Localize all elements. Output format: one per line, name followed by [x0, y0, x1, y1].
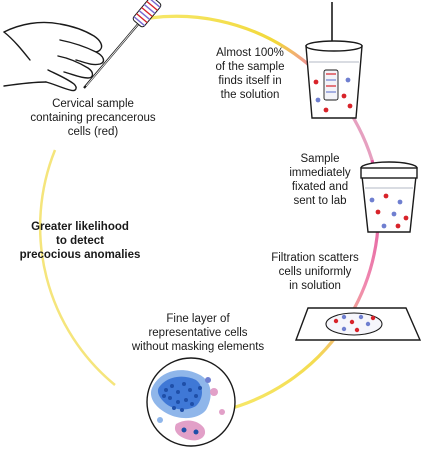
label-line: precocious anomalies	[19, 249, 141, 261]
label-line: to detect	[56, 235, 104, 247]
microscope-slide-icon	[294, 307, 422, 341]
cervical-brush-icon	[83, 0, 162, 89]
sealed-vial-icon	[360, 161, 418, 233]
label-line: of the sample	[215, 61, 285, 73]
label-line: Cervical sample	[52, 98, 134, 110]
step-filtration-label: Filtration scatters cells uniformly in s…	[250, 251, 380, 293]
label-line: Fine layer of	[166, 313, 230, 325]
conclusion-label: Greater likelihood to detect precocious …	[4, 220, 156, 262]
label-line: the solution	[220, 89, 280, 101]
label-line: representative cells	[148, 327, 248, 339]
label-line: finds itself in	[218, 75, 282, 87]
label-line: sent to lab	[293, 195, 347, 207]
label-line: cells uniformly	[278, 266, 352, 278]
step-fixation-label: Sample immediately fixated and sent to l…	[276, 152, 364, 208]
label-line: Greater likelihood	[31, 221, 129, 233]
label-line: in solution	[289, 280, 341, 292]
hand-with-brush-icon	[3, 21, 105, 92]
vial-with-brush-icon	[305, 2, 363, 119]
step-cervical-sample-label: Cervical sample containing precancerous …	[18, 97, 168, 139]
label-line: Almost 100%	[216, 47, 284, 59]
label-line: containing precancerous	[30, 112, 156, 124]
label-line: fixated and	[291, 181, 349, 193]
label-line: cells (red)	[67, 126, 119, 138]
step-thin-layer-label: Fine layer of representative cells witho…	[116, 312, 280, 354]
step-sample-in-solution-label: Almost 100% of the sample finds itself i…	[196, 46, 304, 102]
label-line: Filtration scatters	[271, 252, 359, 264]
microscope-view-icon	[146, 357, 236, 447]
label-line: without masking elements	[131, 341, 265, 353]
label-line: Sample	[300, 153, 340, 165]
label-line: immediately	[289, 167, 351, 179]
